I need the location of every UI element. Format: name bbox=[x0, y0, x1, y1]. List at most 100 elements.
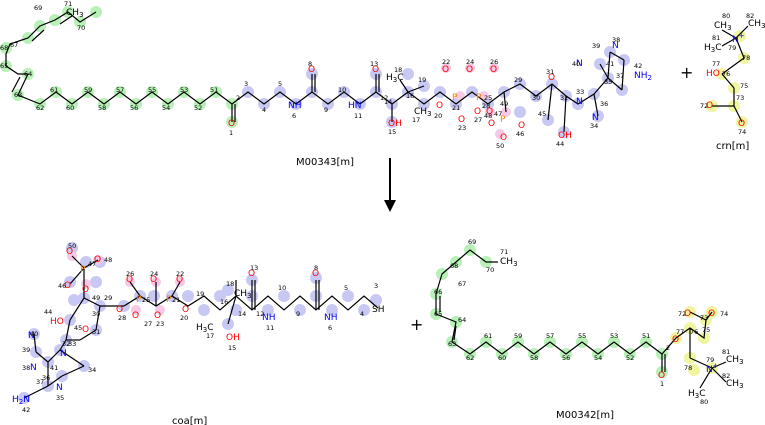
svg-text:H3C: H3C bbox=[688, 389, 706, 400]
svg-text:CH3: CH3 bbox=[414, 107, 432, 118]
svg-text:32: 32 bbox=[560, 94, 568, 102]
svg-text:41: 41 bbox=[606, 60, 614, 68]
svg-text:CH3: CH3 bbox=[234, 289, 252, 300]
svg-text:18: 18 bbox=[226, 280, 234, 288]
svg-text:34: 34 bbox=[590, 122, 598, 130]
svg-text:1: 1 bbox=[229, 129, 233, 137]
svg-text:75: 75 bbox=[740, 82, 748, 90]
svg-text:H2N: H2N bbox=[12, 395, 30, 406]
svg-text:O: O bbox=[82, 325, 89, 335]
svg-text:O: O bbox=[126, 275, 133, 285]
svg-text:37: 37 bbox=[616, 72, 624, 80]
svg-text:24: 24 bbox=[150, 270, 158, 278]
svg-text:64: 64 bbox=[24, 70, 32, 78]
svg-text:44: 44 bbox=[44, 308, 52, 316]
svg-text:26: 26 bbox=[490, 58, 498, 66]
svg-text:O: O bbox=[486, 107, 493, 117]
svg-text:12: 12 bbox=[256, 310, 264, 318]
svg-text:46: 46 bbox=[58, 282, 66, 290]
svg-text:13: 13 bbox=[370, 60, 378, 68]
svg-text:O: O bbox=[228, 119, 235, 129]
svg-text:50: 50 bbox=[68, 242, 76, 250]
svg-text:46: 46 bbox=[516, 130, 524, 138]
svg-text:31: 31 bbox=[546, 68, 554, 76]
svg-text:5: 5 bbox=[278, 80, 282, 88]
svg-text:O: O bbox=[66, 247, 73, 257]
svg-text:OH: OH bbox=[226, 333, 240, 343]
svg-text:77: 77 bbox=[712, 60, 720, 68]
svg-text:32: 32 bbox=[62, 340, 70, 348]
svg-text:70: 70 bbox=[486, 266, 494, 274]
svg-text:17: 17 bbox=[206, 332, 214, 340]
svg-text:HN: HN bbox=[348, 101, 362, 111]
svg-text:42: 42 bbox=[22, 406, 30, 414]
svg-text:75: 75 bbox=[702, 326, 710, 334]
svg-text:O: O bbox=[176, 275, 183, 285]
svg-text:29: 29 bbox=[514, 76, 522, 84]
svg-text:19: 19 bbox=[196, 290, 204, 298]
svg-text:O: O bbox=[706, 101, 713, 111]
svg-text:28: 28 bbox=[482, 102, 490, 110]
svg-text:34: 34 bbox=[88, 366, 96, 374]
svg-text:21: 21 bbox=[452, 104, 460, 112]
svg-text:HO: HO bbox=[50, 317, 64, 327]
svg-text:O: O bbox=[548, 73, 555, 83]
svg-text:N: N bbox=[28, 331, 35, 341]
svg-text:N: N bbox=[60, 349, 67, 359]
svg-text:O: O bbox=[490, 65, 497, 75]
svg-text:CH3: CH3 bbox=[714, 21, 732, 32]
svg-text:NH: NH bbox=[262, 313, 276, 323]
svg-text:9: 9 bbox=[324, 106, 328, 114]
svg-text:61: 61 bbox=[484, 332, 492, 340]
svg-text:70: 70 bbox=[77, 24, 85, 32]
svg-text:38: 38 bbox=[22, 364, 30, 372]
svg-text:P: P bbox=[452, 93, 458, 103]
svg-text:O: O bbox=[458, 115, 465, 125]
svg-text:45: 45 bbox=[538, 110, 546, 118]
svg-text:P: P bbox=[136, 295, 142, 305]
svg-text:20: 20 bbox=[434, 112, 442, 120]
svg-text:24: 24 bbox=[466, 58, 474, 66]
svg-text:54: 54 bbox=[162, 104, 170, 112]
svg-text:37: 37 bbox=[36, 378, 44, 386]
svg-text:H3C: H3C bbox=[386, 73, 404, 84]
svg-text:O: O bbox=[64, 281, 71, 291]
svg-text:68: 68 bbox=[0, 44, 8, 52]
svg-text:CH3: CH3 bbox=[748, 19, 765, 30]
svg-text:55: 55 bbox=[578, 332, 586, 340]
svg-text:36: 36 bbox=[42, 374, 50, 382]
svg-text:22: 22 bbox=[442, 58, 450, 66]
plus-sign-reactants: + bbox=[680, 63, 693, 82]
svg-text:2: 2 bbox=[666, 344, 670, 352]
svg-text:69: 69 bbox=[468, 238, 476, 246]
svg-text:62: 62 bbox=[36, 104, 44, 112]
svg-text:74: 74 bbox=[738, 128, 746, 136]
svg-text:53: 53 bbox=[610, 332, 618, 340]
svg-text:NH2: NH2 bbox=[634, 71, 652, 82]
svg-text:O: O bbox=[94, 255, 101, 265]
svg-text:61: 61 bbox=[50, 86, 58, 94]
molecule-m00343: CH3 71 70 69 67 68 65 64 63 62 61 60 59 … bbox=[0, 0, 652, 150]
svg-text:O: O bbox=[116, 305, 123, 315]
svg-text:68: 68 bbox=[450, 262, 458, 270]
svg-text:63: 63 bbox=[448, 340, 456, 348]
svg-text:1: 1 bbox=[660, 380, 664, 388]
svg-text:N: N bbox=[30, 363, 37, 373]
svg-text:25: 25 bbox=[142, 296, 150, 304]
svg-text:67: 67 bbox=[10, 41, 18, 49]
plus-sign-products: + bbox=[410, 315, 423, 334]
svg-text:69: 69 bbox=[34, 4, 42, 12]
svg-text:18: 18 bbox=[394, 66, 402, 74]
svg-text:11: 11 bbox=[354, 112, 362, 120]
svg-text:60: 60 bbox=[498, 354, 506, 362]
svg-text:O: O bbox=[372, 65, 379, 75]
svg-text:SH: SH bbox=[372, 305, 384, 315]
svg-text:45: 45 bbox=[74, 324, 82, 332]
svg-text:8: 8 bbox=[308, 60, 312, 68]
svg-text:13: 13 bbox=[250, 264, 258, 272]
molecule-crn: CH3 80 CH3 82 N+ 79 H3C 81 78 HO 77 76 7… bbox=[700, 12, 765, 136]
svg-text:CH3: CH3 bbox=[726, 379, 744, 390]
svg-text:O: O bbox=[672, 335, 679, 345]
svg-text:72: 72 bbox=[700, 102, 708, 110]
svg-text:82: 82 bbox=[722, 372, 730, 380]
